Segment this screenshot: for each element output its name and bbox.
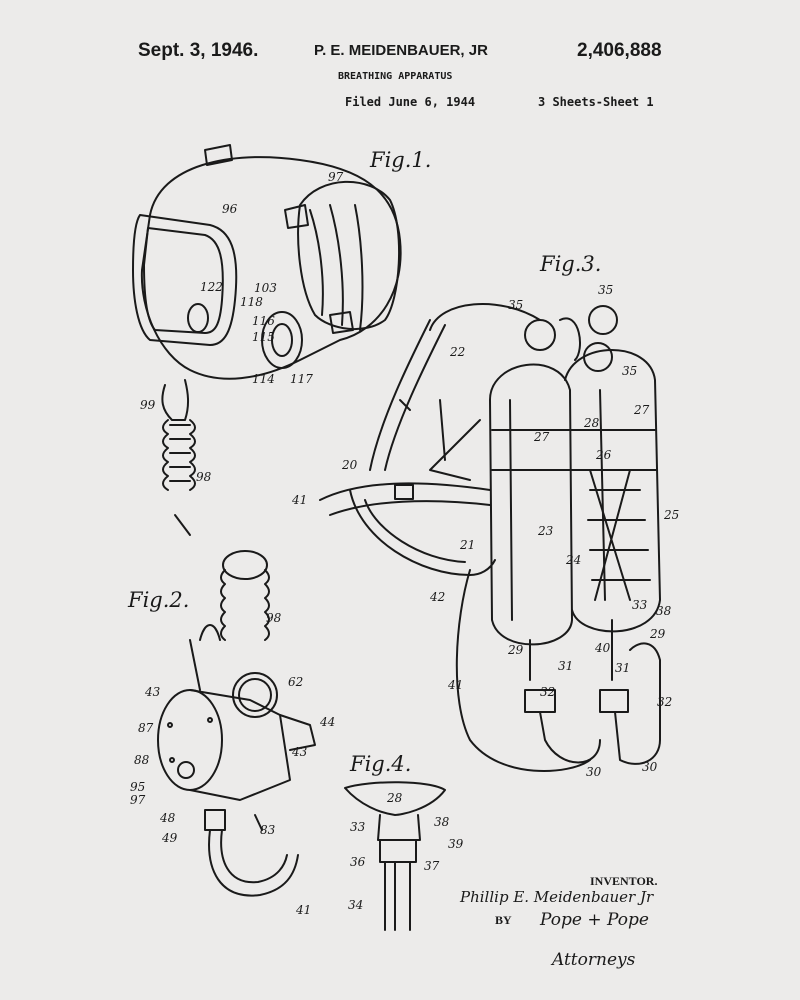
ref-numeral: 48 <box>160 811 176 825</box>
ref-numeral: 49 <box>162 831 178 845</box>
fig4-valve-drawing <box>344 781 446 931</box>
ref-numeral: 41 <box>296 903 312 917</box>
ref-numeral: 42 <box>430 590 446 604</box>
ref-numeral: 114 <box>252 372 275 386</box>
ref-numeral: 118 <box>240 295 263 309</box>
fig3-label: Fig.3. <box>540 252 602 276</box>
inventor-label: INVENTOR. <box>590 874 658 888</box>
ref-numeral: 30 <box>642 760 658 774</box>
patent-number: 2,406,888 <box>577 40 662 61</box>
ref-numeral: 24 <box>566 553 582 567</box>
ref-numeral: 44 <box>320 715 336 729</box>
ref-numeral: 20 <box>342 458 358 472</box>
inventor-name: P. E. MEIDENBAUER, JR <box>314 42 488 59</box>
ref-numeral: 22 <box>450 345 466 359</box>
attorneys-label: Attorneys <box>552 950 636 970</box>
ref-numeral: 103 <box>254 281 277 295</box>
ref-numeral: 35 <box>598 283 614 297</box>
ref-numeral: 97 <box>328 170 344 184</box>
ref-numeral: 28 <box>584 416 600 430</box>
ref-numeral: 39 <box>448 837 464 851</box>
ref-numeral: 29 <box>508 643 524 657</box>
ref-numeral: 25 <box>664 508 680 522</box>
ref-numeral: 21 <box>460 538 476 552</box>
fig1-label: Fig.1. <box>370 148 432 172</box>
ref-numeral: 96 <box>222 202 238 216</box>
ref-numeral: 62 <box>288 675 304 689</box>
ref-numeral: 98 <box>196 470 212 484</box>
ref-numeral: 41 <box>292 493 308 507</box>
fig1-mask-drawing <box>132 144 402 536</box>
ref-numeral: 30 <box>586 765 602 779</box>
inventor-signature: Phillip E. Meidenbauer Jr <box>460 888 654 906</box>
ref-numeral: 43 <box>145 685 161 699</box>
ref-numeral: 117 <box>290 372 313 386</box>
ref-numeral: 97 <box>130 793 146 807</box>
ref-numeral: 33 <box>632 598 648 612</box>
patent-date: Sept. 3, 1946. <box>138 40 259 61</box>
ref-numeral: 34 <box>348 898 364 912</box>
ref-numeral: 115 <box>252 330 275 344</box>
ref-numeral: 32 <box>540 685 556 699</box>
ref-numeral: 41 <box>448 678 464 692</box>
ref-numeral: 27 <box>534 430 550 444</box>
by-label: BY <box>495 913 512 927</box>
patent-title: BREATHING APPARATUS <box>338 71 453 82</box>
ref-numeral: 36 <box>350 855 366 869</box>
ref-numeral: 31 <box>558 659 574 673</box>
ref-numeral: 32 <box>657 695 673 709</box>
attorney-signature: Pope + Pope <box>540 910 649 930</box>
fig2-label: Fig.2. <box>128 588 190 612</box>
ref-numeral: 95 <box>130 780 146 794</box>
ref-numeral: 33 <box>350 820 366 834</box>
ref-numeral: 43 <box>292 745 308 759</box>
ref-numeral: 28 <box>387 791 403 805</box>
ref-numeral: 26 <box>596 448 612 462</box>
ref-numeral: 35 <box>622 364 638 378</box>
ref-numeral: 35 <box>508 298 524 312</box>
ref-numeral: 87 <box>138 721 154 735</box>
filed-date: Filed June 6, 1944 <box>345 95 476 109</box>
ref-numeral: 116 <box>252 314 275 328</box>
ref-numeral: 122 <box>200 280 223 294</box>
fig3-tanks-drawing <box>319 303 661 772</box>
ref-numeral: 38 <box>656 604 672 618</box>
ref-numeral: 98 <box>266 611 282 625</box>
fig4-label: Fig.4. <box>350 752 412 776</box>
ref-numeral: 31 <box>615 661 631 675</box>
ref-numeral: 27 <box>634 403 650 417</box>
ref-numeral: 88 <box>134 753 150 767</box>
ref-numeral: 29 <box>650 627 666 641</box>
fig2-regulator-drawing <box>157 550 316 897</box>
ref-numeral: 37 <box>424 859 440 873</box>
ref-numeral: 99 <box>140 398 156 412</box>
ref-numeral: 83 <box>260 823 276 837</box>
ref-numeral: 38 <box>434 815 450 829</box>
sheet-count: 3 Sheets-Sheet 1 <box>538 95 654 109</box>
ref-numeral: 23 <box>538 524 554 538</box>
ref-numeral: 40 <box>595 641 611 655</box>
